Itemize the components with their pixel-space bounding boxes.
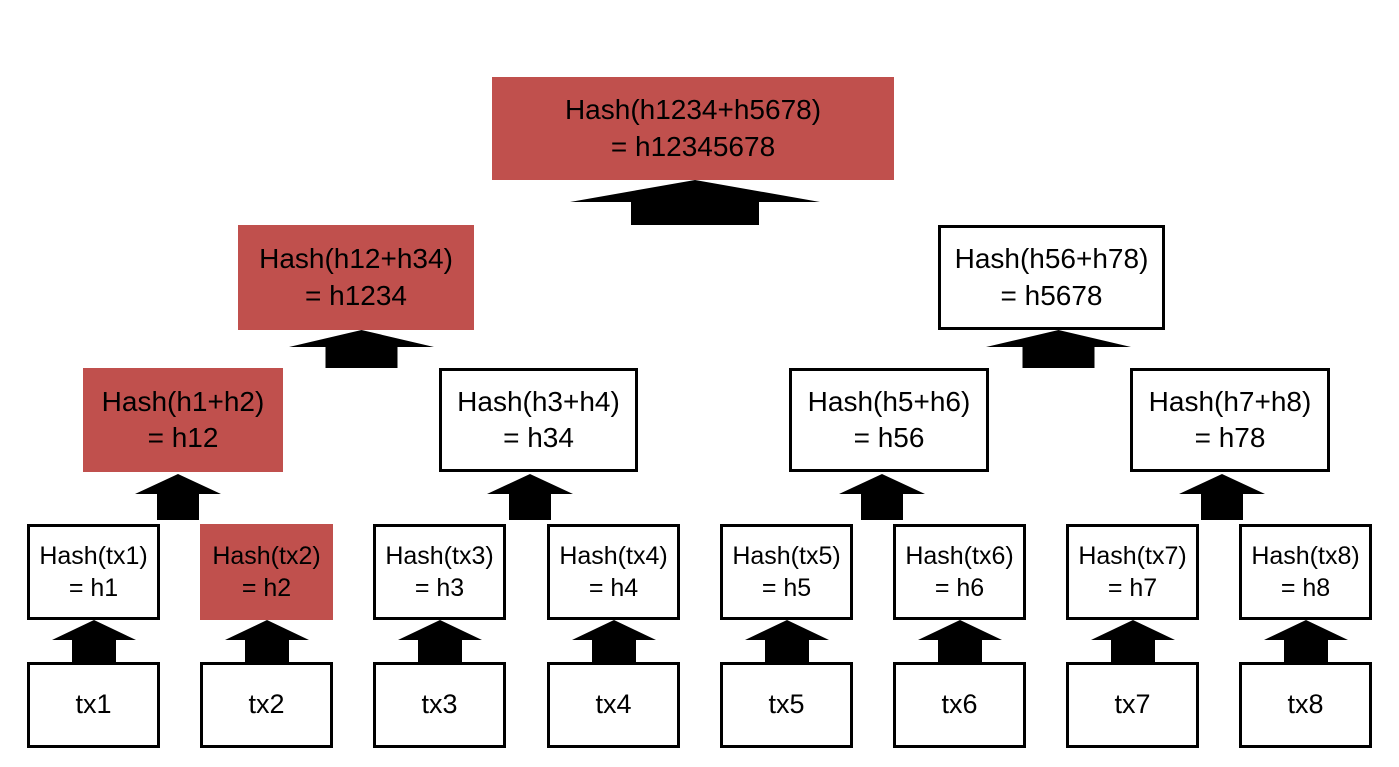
- h6-value: = h6: [934, 574, 985, 602]
- h78-value: = h78: [1194, 422, 1266, 453]
- tx-label: tx2: [248, 689, 285, 720]
- merkle-root-box: Hash(h1234+h5678) = h12345678: [492, 77, 894, 180]
- tx-box-2: tx2: [200, 662, 333, 748]
- h12-formula: Hash(h1+h2): [101, 385, 265, 417]
- tx-label: tx6: [941, 689, 978, 720]
- tx-box-5: tx5: [720, 662, 853, 748]
- leaf-hash-tx7-box: Hash(tx7) = h7: [1066, 524, 1199, 620]
- arrow-up-to-h8: [1264, 620, 1348, 662]
- leaf-hash-tx2-box: Hash(tx2) = h2: [200, 524, 333, 620]
- tx-box-7: tx7: [1066, 662, 1199, 748]
- tx-box-3: tx3: [373, 662, 506, 748]
- arrow-up-to-h12: [135, 474, 221, 520]
- h7-formula: Hash(tx7): [1078, 541, 1187, 570]
- h56-formula: Hash(h5+h6): [807, 385, 971, 417]
- h34-formula: Hash(h3+h4): [457, 385, 620, 417]
- node-h78-box: Hash(h7+h8) = h78: [1130, 368, 1330, 472]
- arrow-up-to-h7: [1091, 620, 1175, 662]
- h4-formula: Hash(tx4): [559, 541, 668, 570]
- tx-label: tx5: [768, 689, 805, 720]
- node-h56-box: Hash(h5+h6) = h56: [789, 368, 989, 472]
- tx-label: tx7: [1114, 689, 1151, 720]
- h5678-value: = h5678: [1000, 279, 1103, 311]
- leaf-hash-tx6-box: Hash(tx6) = h6: [893, 524, 1026, 620]
- leaf-hash-tx5-box: Hash(tx5) = h5: [720, 524, 853, 620]
- node-h12-box: Hash(h1+h2) = h12: [83, 368, 283, 472]
- arrow-up-to-h4: [572, 620, 656, 662]
- h2-formula: Hash(tx2): [212, 541, 321, 570]
- h1234-formula: Hash(h12+h34): [259, 243, 453, 275]
- arrow-up-to-h1: [52, 620, 136, 662]
- arrow-up-to-h56: [839, 474, 925, 520]
- tx-label: tx8: [1287, 689, 1324, 720]
- arrow-up-to-h3: [398, 620, 482, 662]
- tx-box-8: tx8: [1239, 662, 1372, 748]
- h8-value: = h8: [1280, 574, 1331, 602]
- tx-box-1: tx1: [27, 662, 160, 748]
- h1-value: = h1: [68, 574, 119, 602]
- arrow-up-to-root: [570, 180, 820, 225]
- node-h1234-box: Hash(h12+h34) = h1234: [238, 225, 474, 330]
- arrow-up-to-h6: [918, 620, 1002, 662]
- arrow-up-to-h5: [745, 620, 829, 662]
- leaf-hash-tx4-box: Hash(tx4) = h4: [547, 524, 680, 620]
- h5678-formula: Hash(h56+h78): [954, 243, 1149, 275]
- arrow-up-to-h2: [225, 620, 309, 662]
- h3-value: = h3: [414, 574, 465, 602]
- h5-formula: Hash(tx5): [732, 541, 841, 570]
- h78-formula: Hash(h7+h8): [1148, 385, 1312, 417]
- leaf-hash-tx8-box: Hash(tx8) = h8: [1239, 524, 1372, 620]
- tx-label: tx4: [595, 689, 632, 720]
- h12-value: = h12: [147, 422, 219, 453]
- h1234-value: = h1234: [305, 279, 407, 311]
- leaf-hash-tx3-box: Hash(tx3) = h3: [373, 524, 506, 620]
- tx-box-6: tx6: [893, 662, 1026, 748]
- root-hash-formula: Hash(h1234+h5678): [564, 94, 822, 126]
- h8-formula: Hash(tx8): [1251, 541, 1360, 570]
- arrow-up-to-h78: [1179, 474, 1265, 520]
- h6-formula: Hash(tx6): [905, 541, 1014, 570]
- root-hash-value: = h12345678: [610, 130, 776, 162]
- leaf-hash-tx1-box: Hash(tx1) = h1: [27, 524, 160, 620]
- node-h34-box: Hash(h3+h4) = h34: [439, 368, 638, 472]
- arrow-up-to-h5678: [986, 330, 1131, 368]
- h1-formula: Hash(tx1): [39, 541, 148, 570]
- h34-value: = h34: [503, 422, 574, 453]
- arrow-up-to-h34: [487, 474, 573, 520]
- tx-label: tx1: [75, 689, 112, 720]
- h56-value: = h56: [853, 422, 925, 453]
- tx-label: tx3: [421, 689, 458, 720]
- h2-value: = h2: [241, 574, 292, 602]
- h4-value: = h4: [588, 574, 639, 602]
- h5-value: = h5: [761, 574, 812, 602]
- h3-formula: Hash(tx3): [385, 541, 494, 570]
- h7-value: = h7: [1107, 574, 1158, 602]
- node-h5678-box: Hash(h56+h78) = h5678: [938, 225, 1165, 330]
- tx-box-4: tx4: [547, 662, 680, 748]
- arrow-up-to-h1234: [289, 330, 434, 368]
